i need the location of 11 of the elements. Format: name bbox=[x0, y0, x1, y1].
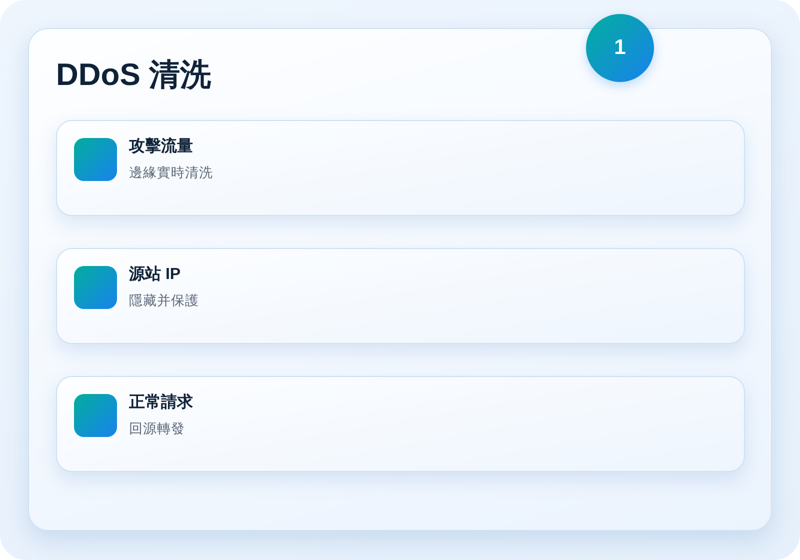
feature-description: 邊緣實時清洗 bbox=[129, 164, 213, 182]
feature-card bbox=[56, 120, 745, 216]
feature-card bbox=[56, 248, 745, 344]
feature-title: 正常請求 bbox=[129, 392, 193, 413]
feature-description: 隱藏并保護 bbox=[129, 292, 199, 310]
feature-title: 源站 IP bbox=[129, 264, 181, 285]
feature-description: 回源轉發 bbox=[129, 420, 185, 438]
panel-heading: DDoS 清洗 bbox=[56, 56, 211, 94]
feature-title: 攻擊流量 bbox=[129, 136, 193, 157]
feature-card bbox=[56, 376, 745, 472]
panel-card bbox=[28, 28, 772, 531]
